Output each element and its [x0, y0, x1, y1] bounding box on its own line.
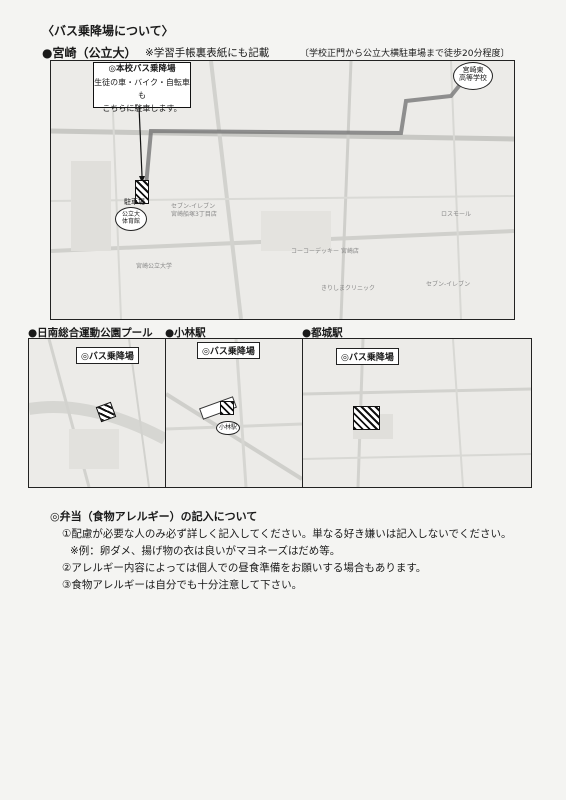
kobayashi-map-roads	[166, 339, 302, 487]
bus-stop-callout: ◎本校バス乗降場 生徒の車・バイク・自転車も こちらに駐車します。	[93, 62, 191, 113]
map-label-1: セブン-イレブン	[171, 203, 216, 210]
map-label-2: 宮崎船塚3丁目店	[171, 211, 217, 218]
bento-title: ◎弁当（食物アレルギー）の記入について	[50, 510, 258, 523]
school-oval-line-2: 高等学校	[459, 74, 487, 83]
nichinan-section-label: ●日南総合運動公園プール	[28, 327, 153, 339]
nichinan-map-roads	[29, 339, 165, 487]
walk-note: 〔学校正門から公立大横駐車場まで徒歩20分程度〕	[300, 49, 510, 59]
miyazaki-section-label: ●宮崎（公立大）	[42, 46, 137, 60]
bento-item-3: ③食物アレルギーは自分でも十分注意して下さい。	[62, 579, 303, 591]
bento-item-example: ※例：卵ダメ、揚げ物の衣は良いがマヨネーズはだめ等。	[70, 545, 341, 557]
map-label-3: 宮崎公立大学	[136, 263, 173, 270]
map-label-6: ロスモール	[441, 211, 472, 218]
map-label-5: きりしまクリニック	[321, 285, 376, 292]
university-gym-oval: 公立大 体育館	[115, 207, 147, 231]
map-label-4: コーコーデッキー 宮崎店	[291, 248, 359, 255]
miyakonojo-bus-stop-marker	[353, 406, 380, 430]
callout-line-3: こちらに駐車します。	[102, 104, 182, 113]
callout-line-2: 生徒の車・バイク・自転車も	[94, 78, 190, 100]
kobayashi-bus-stop-tag: ◎バス乗降場	[197, 342, 260, 359]
miyakonojo-section-label: ●都城駅	[302, 327, 343, 339]
callout-line-1: ◎本校バス乗降場	[108, 64, 176, 74]
kobayashi-bus-stop-marker	[220, 401, 234, 415]
map-label-7: セブン-イレブン	[426, 281, 471, 288]
parking-label: 駐車場	[124, 198, 145, 206]
miyazaki-map-roads	[51, 61, 514, 319]
school-oval: 宮崎東 高等学校	[453, 62, 493, 90]
univ-oval-line-2: 体育館	[121, 218, 140, 226]
miyakonojo-bus-stop-tag: ◎バス乗降場	[336, 348, 399, 365]
nichinan-bus-stop-tag: ◎バス乗降場	[76, 347, 139, 364]
bento-item-2: ②アレルギー内容によっては個人での昼食準備をお願いする場合もあります。	[62, 562, 427, 574]
univ-oval-line-1: 公立大	[121, 211, 140, 218]
school-oval-line-1: 宮崎東	[462, 66, 484, 74]
kobayashi-section-label: ●小林駅	[165, 327, 206, 339]
bento-item-1: ①配慮が必要な人のみ必ず詳しく記入してください。単なる好き嫌いは記入しないでくだ…	[62, 528, 512, 540]
miyazaki-bus-stop-marker	[135, 180, 149, 204]
kobayashi-map	[165, 338, 303, 488]
miyazaki-note: ※学習手帳裏表紙にも記載	[145, 47, 270, 59]
kobayashi-station-oval: 小林駅	[216, 421, 240, 435]
page-heading: 〈バス乗降場について〉	[42, 24, 174, 38]
